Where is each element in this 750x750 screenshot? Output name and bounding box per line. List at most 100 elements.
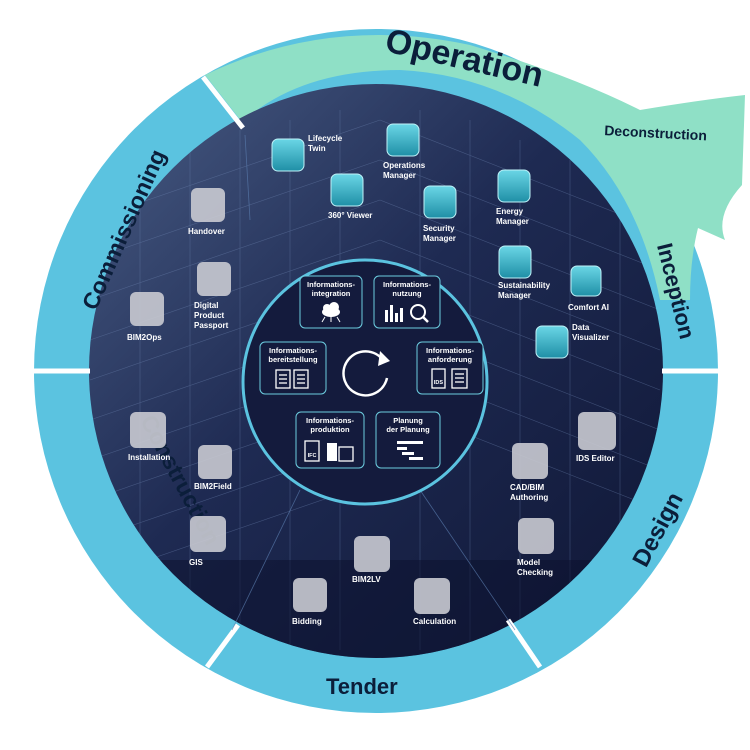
lifecycle-twin-label-1: Lifecycle bbox=[308, 134, 343, 143]
security-manager-label-1: Security bbox=[423, 224, 455, 233]
svg-text:Data: Data bbox=[572, 323, 590, 332]
svg-text:anforderung: anforderung bbox=[428, 355, 473, 364]
core-bereitstellung-line2: bereitstellung bbox=[268, 355, 318, 364]
viewer-360-icon bbox=[330, 173, 364, 207]
app-360-viewer[interactable]: 360° Viewer bbox=[328, 173, 372, 220]
app-cad-bim-authoring[interactable]: CAD/BIM Authoring bbox=[510, 443, 548, 502]
data-visualizer-label-2: Visualizer bbox=[572, 333, 609, 342]
ids-document-icon: IDS bbox=[431, 368, 468, 389]
core-planung-line2: der Planung bbox=[386, 425, 430, 434]
sustainability-manager-icon bbox=[498, 245, 532, 279]
svg-text:produktion: produktion bbox=[310, 425, 350, 434]
gis-label: GIS bbox=[189, 558, 203, 567]
core-planung-line1: Planung bbox=[393, 416, 423, 425]
bidding-icon bbox=[293, 578, 327, 612]
energy-manager-icon bbox=[497, 169, 531, 203]
svg-text:Bidding: Bidding bbox=[292, 617, 322, 626]
app-bidding[interactable]: Bidding bbox=[292, 578, 327, 626]
app-bim2ops[interactable]: BIM2Ops bbox=[127, 292, 164, 342]
ids-tag: IDS bbox=[434, 380, 444, 386]
energy-manager-label-1: Energy bbox=[496, 207, 524, 216]
calculation-icon bbox=[414, 578, 450, 614]
svg-text:Passport: Passport bbox=[194, 321, 229, 330]
svg-text:der Planung: der Planung bbox=[386, 425, 430, 434]
bim2lv-icon bbox=[354, 536, 390, 572]
svg-text:integration: integration bbox=[312, 289, 351, 298]
dpp-label-2: Product bbox=[194, 311, 225, 320]
svg-text:Informations-: Informations- bbox=[269, 346, 317, 355]
cad-bim-authoring-label-2: Authoring bbox=[510, 493, 548, 502]
cycle-arrow-icon bbox=[342, 350, 390, 397]
ids-editor-label: IDS Editor bbox=[576, 454, 615, 463]
core-integration-line2: integration bbox=[312, 289, 351, 298]
svg-text:Manager: Manager bbox=[496, 217, 529, 226]
operations-manager-icon bbox=[386, 123, 420, 157]
app-bim2lv[interactable]: BIM2LV bbox=[352, 536, 390, 584]
svg-text:Calculation: Calculation bbox=[413, 617, 456, 626]
app-digital-product-passport[interactable]: Digital Product Passport bbox=[194, 262, 231, 330]
app-calculation[interactable]: Calculation bbox=[413, 578, 456, 626]
core-nutzung-line1: Informations- bbox=[383, 280, 431, 289]
app-lifecycle-twin[interactable]: Lifecycle Twin bbox=[271, 134, 343, 172]
app-sustainability-manager[interactable]: Sustainability Manager bbox=[498, 245, 551, 300]
svg-text:nutzung: nutzung bbox=[392, 289, 422, 298]
ifc-tag: IFC bbox=[308, 453, 317, 459]
cad-bim-authoring-label-1: CAD/BIM bbox=[510, 483, 545, 492]
svg-text:BIM2LV: BIM2LV bbox=[352, 575, 381, 584]
app-data-visualizer[interactable]: Data Visualizer bbox=[535, 323, 609, 359]
svg-text:Installation: Installation bbox=[128, 453, 170, 462]
handover-icon bbox=[191, 188, 225, 222]
core-box-bereitstellung: Informations- bereitstellung bbox=[259, 341, 327, 395]
data-visualizer-icon bbox=[535, 325, 569, 359]
svg-text:Comfort AI: Comfort AI bbox=[568, 303, 609, 312]
model-checking-label-1: Model bbox=[517, 558, 540, 567]
lifecycle-twin-label-2: Twin bbox=[308, 144, 326, 153]
data-visualizer-label-1: Data bbox=[572, 323, 590, 332]
core-produktion-line2: produktion bbox=[310, 425, 350, 434]
dpp-label-3: Passport bbox=[194, 321, 229, 330]
app-bim2field[interactable]: BIM2Field bbox=[194, 445, 232, 491]
app-energy-manager[interactable]: Energy Manager bbox=[496, 169, 531, 226]
dpp-label-1: Digital bbox=[194, 301, 218, 310]
cloud-network-icon bbox=[321, 302, 341, 323]
lifecycle-twin-icon bbox=[271, 138, 305, 172]
app-comfort-ai[interactable]: Comfort AI bbox=[568, 265, 609, 312]
bim2field-label: BIM2Field bbox=[194, 482, 232, 491]
bim2field-icon bbox=[198, 445, 232, 479]
core-anforderung-line1: Informations- bbox=[426, 346, 474, 355]
svg-text:Manager: Manager bbox=[423, 234, 456, 243]
svg-text:bereitstellung: bereitstellung bbox=[268, 355, 318, 364]
comfort-ai-label: Comfort AI bbox=[568, 303, 609, 312]
app-operations-manager[interactable]: Operations Manager bbox=[383, 123, 426, 180]
viewer-360-label: 360° Viewer bbox=[328, 211, 372, 220]
app-handover[interactable]: Handover bbox=[188, 188, 225, 236]
digital-product-passport-icon bbox=[197, 262, 231, 296]
svg-text:GIS: GIS bbox=[189, 558, 203, 567]
operations-manager-label-1: Operations bbox=[383, 161, 426, 170]
svg-text:IDS Editor: IDS Editor bbox=[576, 454, 615, 463]
bim2lv-label: BIM2LV bbox=[352, 575, 381, 584]
core-box-anforderung: Informations- anforderung IDS bbox=[416, 341, 484, 395]
bim2ops-label: BIM2Ops bbox=[127, 333, 162, 342]
svg-text:Sustainability: Sustainability bbox=[498, 281, 551, 290]
sustainability-manager-label-2: Manager bbox=[498, 291, 531, 300]
svg-text:Handover: Handover bbox=[188, 227, 225, 236]
svg-text:Visualizer: Visualizer bbox=[572, 333, 609, 342]
bim2ops-icon bbox=[130, 292, 164, 326]
app-security-manager[interactable]: Security Manager bbox=[423, 185, 457, 243]
cad-bim-authoring-icon bbox=[512, 443, 548, 479]
security-manager-label-2: Manager bbox=[423, 234, 456, 243]
operation-band bbox=[205, 35, 745, 300]
app-installation[interactable]: Installation bbox=[128, 412, 170, 462]
svg-text:Manager: Manager bbox=[498, 291, 531, 300]
svg-text:Security: Security bbox=[423, 224, 455, 233]
svg-text:BIM2Field: BIM2Field bbox=[194, 482, 232, 491]
core-bereitstellung-line1: Informations- bbox=[269, 346, 317, 355]
phase-label-tender: Tender bbox=[326, 674, 398, 699]
app-model-checking[interactable]: Model Checking bbox=[517, 518, 554, 577]
ids-editor-icon bbox=[578, 412, 616, 450]
app-ids-editor[interactable]: IDS Editor bbox=[576, 412, 616, 463]
app-gis[interactable]: GIS bbox=[189, 516, 226, 567]
core-produktion-line1: Informations- bbox=[306, 416, 354, 425]
